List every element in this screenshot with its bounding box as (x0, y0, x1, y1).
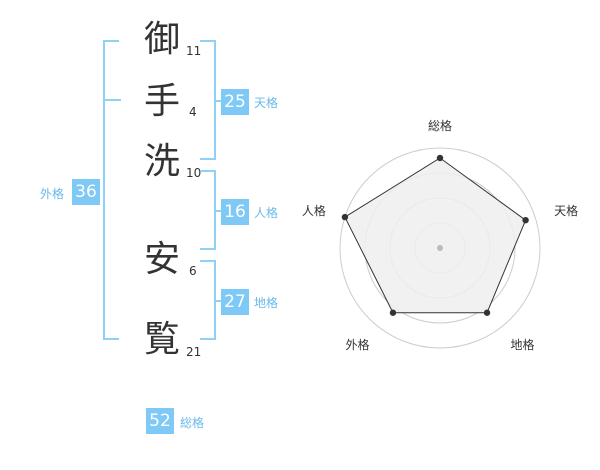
stroke-count-1: 11 (186, 44, 202, 58)
name-char-1: 御 (143, 19, 180, 60)
tenkaku-bracket (200, 40, 216, 160)
radar-data-polygon (344, 157, 527, 314)
radar-axis-label-2: 天格 (554, 203, 578, 218)
jinkaku-value-badge: 16 (221, 199, 249, 225)
chikaku-label: 地格 (254, 296, 279, 310)
radar-point-5 (341, 213, 349, 221)
name-char-2: 手 (143, 81, 180, 122)
name-char-4: 安 (143, 239, 180, 280)
gaikaku-value-badge: 36 (72, 179, 100, 205)
radar-axis-label-1: 総格 (428, 118, 452, 133)
radar-point-1 (436, 154, 444, 162)
gaikaku-bracket-tick (103, 99, 121, 101)
soukaku-value-badge: 52 (146, 408, 174, 434)
tenkaku-value-badge: 25 (221, 89, 249, 115)
name-char-3: 洗 (143, 141, 180, 182)
stroke-count-2: 4 (189, 105, 197, 119)
tenkaku-label: 天格 (254, 96, 279, 110)
stroke-count-4: 6 (189, 264, 197, 278)
radar-axis-label-5: 人格 (302, 203, 326, 218)
tenkaku-bracket-tick (216, 100, 222, 102)
name-char-5: 覧 (143, 319, 180, 360)
stroke-count-3: 10 (186, 166, 202, 180)
chikaku-value-badge: 27 (221, 289, 249, 315)
chikaku-bracket (200, 260, 216, 340)
radar-point-2 (522, 216, 529, 224)
radar-ring-4 (339, 147, 541, 349)
jinkaku-label: 人格 (254, 206, 279, 220)
gaikaku-label: 外格 (40, 187, 65, 201)
radar-point-3 (483, 309, 491, 316)
radar-center-dot (437, 245, 443, 251)
gaikaku-bracket (103, 40, 119, 340)
radar-axis-label-4: 外格 (345, 337, 369, 352)
radar-axis-label-3: 地格 (511, 337, 535, 352)
chikaku-bracket-tick (216, 300, 222, 302)
jinkaku-bracket (200, 170, 216, 250)
jinkaku-bracket-tick (216, 210, 222, 212)
radar-point-4 (389, 309, 397, 316)
stroke-count-5: 21 (186, 345, 202, 359)
soukaku-label: 総格 (180, 416, 205, 430)
